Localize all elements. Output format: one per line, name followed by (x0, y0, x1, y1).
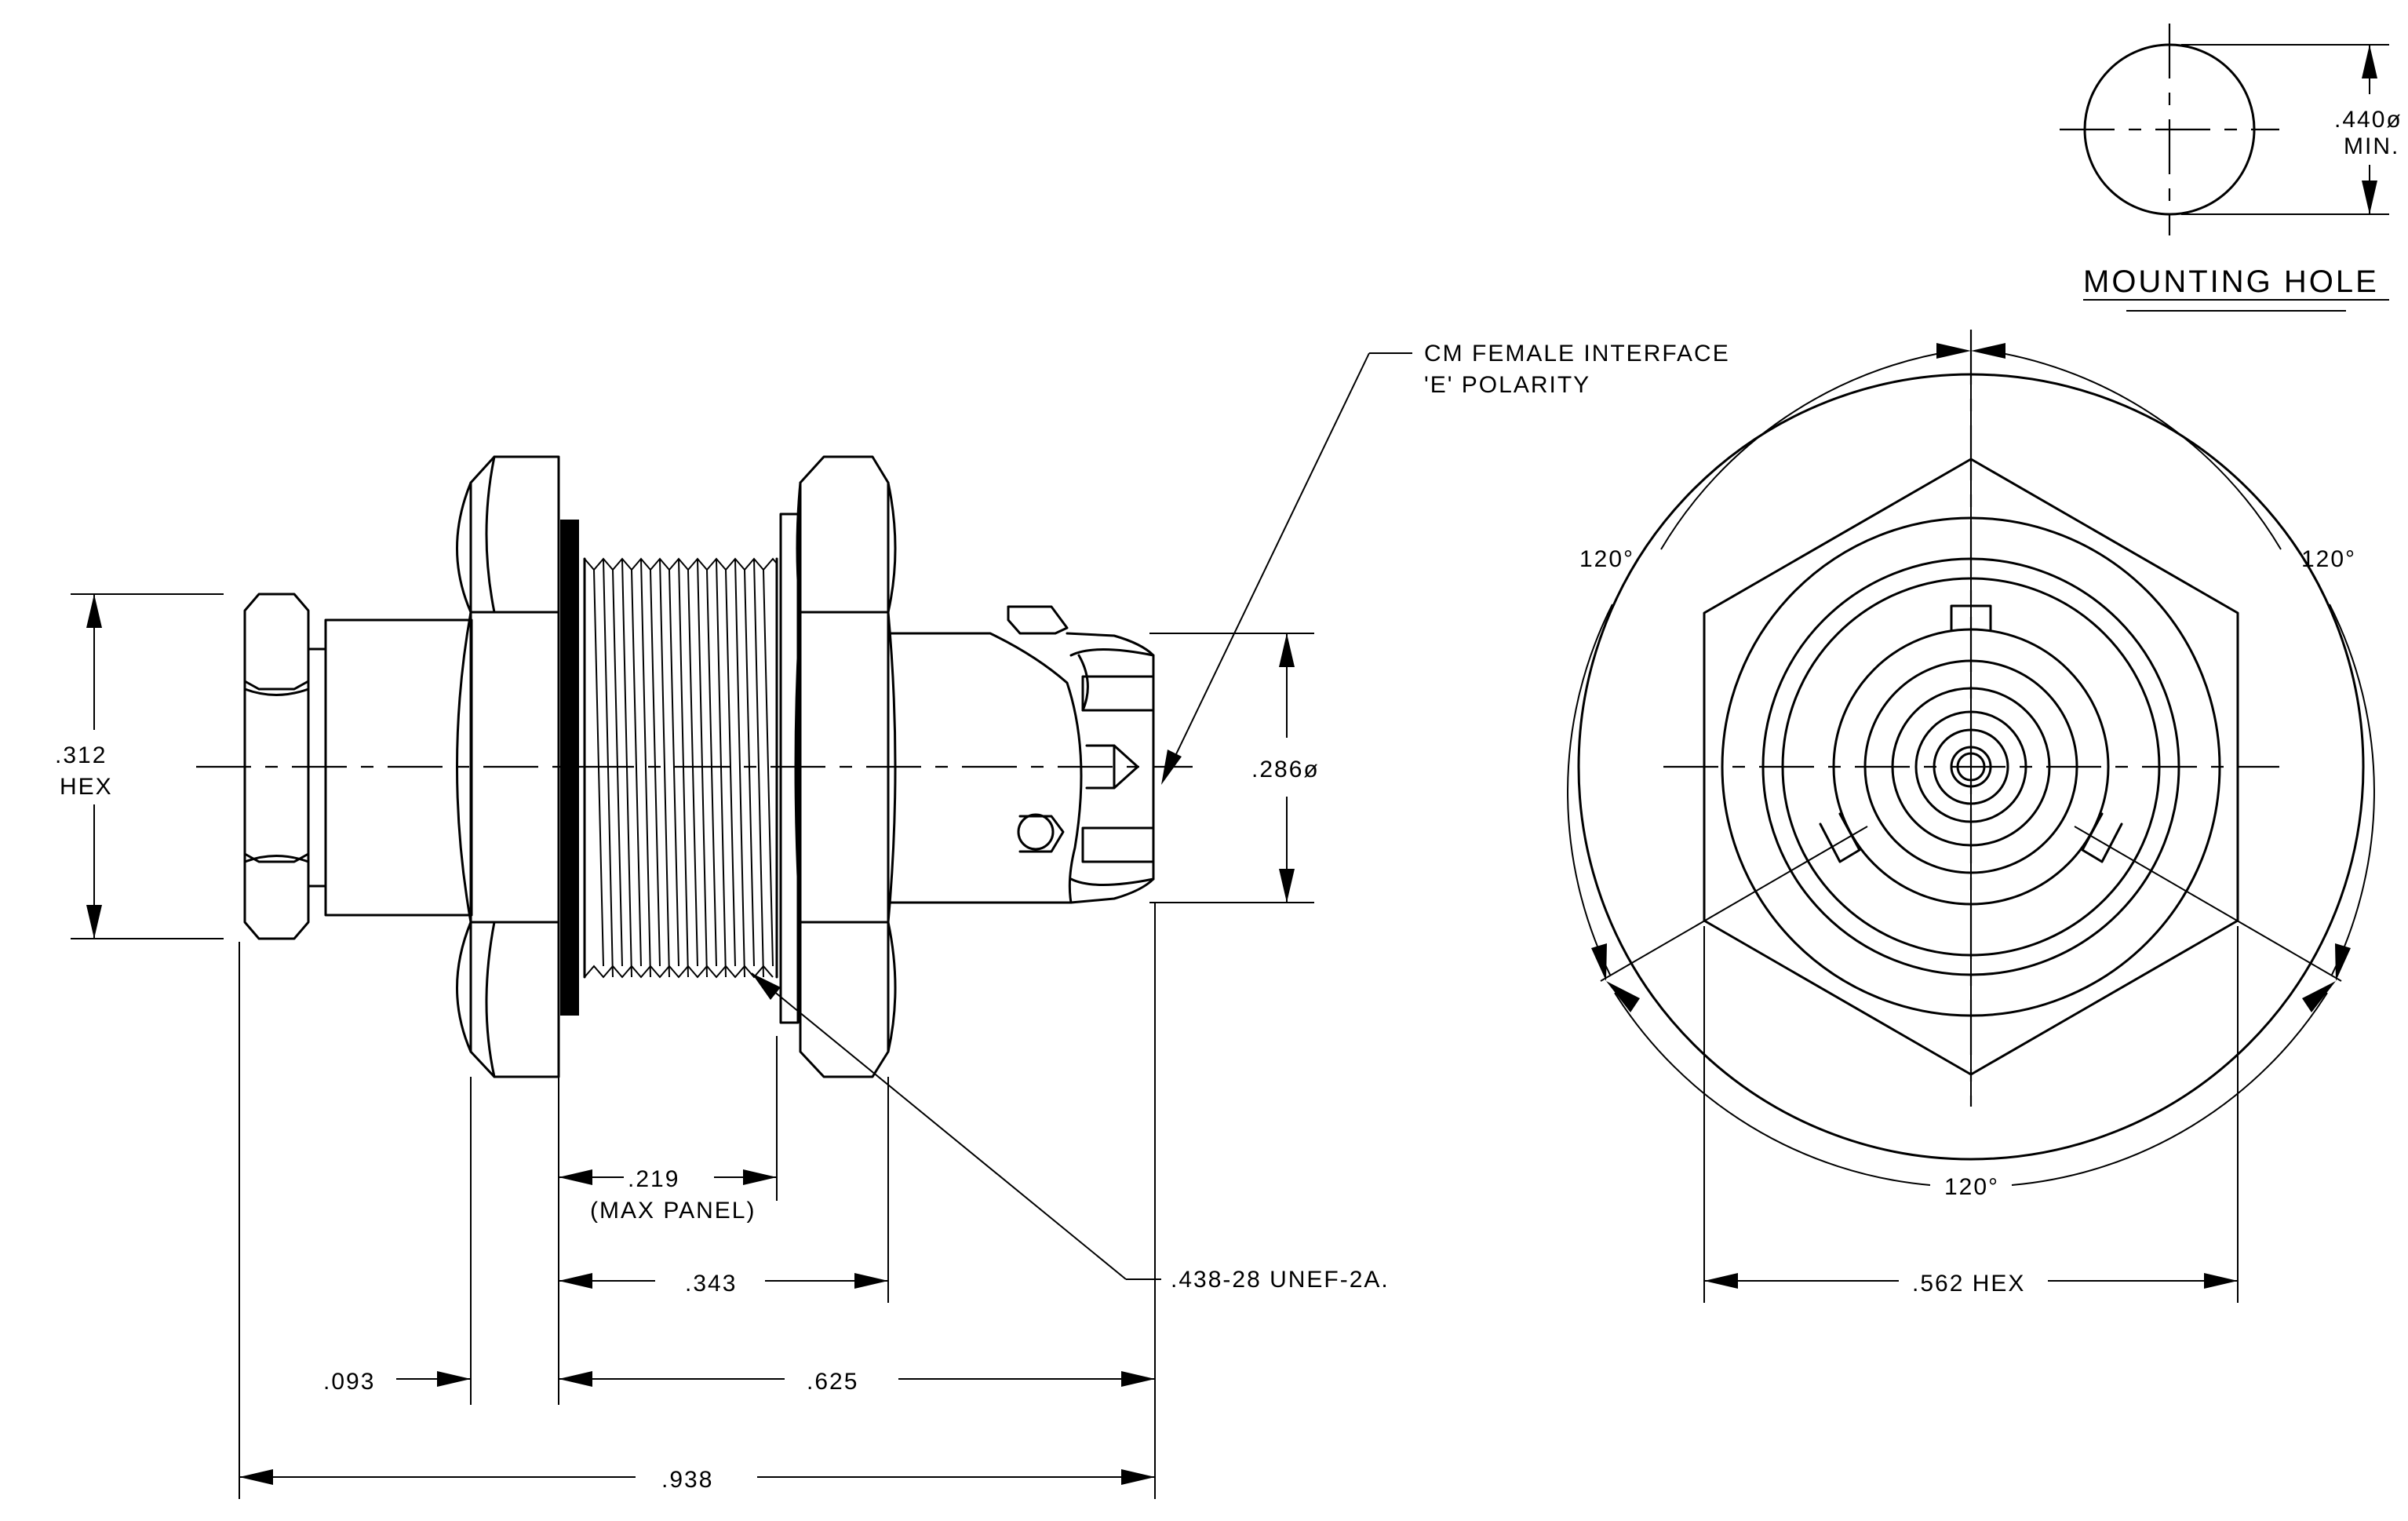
arc-bottom-b (2011, 992, 2328, 1186)
lock-washer (560, 520, 579, 1016)
dim-093 (396, 1371, 471, 1387)
angle-right-label: 120° (2301, 546, 2356, 572)
arc-right (1987, 350, 2282, 550)
dim-343-label: .343 (685, 1271, 737, 1297)
thread-note: .438-28 UNEF-2A. (1171, 1267, 1390, 1293)
dim-219 (559, 1169, 777, 1185)
body-flange (779, 512, 800, 1024)
arc-bottom (1614, 992, 1931, 1186)
hole-dia-label: .440ø (2334, 107, 2403, 133)
dim-312-hex-label: HEX (60, 774, 113, 800)
dim-562-hex (1703, 926, 2239, 1303)
interface-note-1: CM FEMALE INTERFACE (1424, 341, 1730, 367)
angle-bottom-label: 120° (1944, 1174, 1999, 1200)
interface-note-2: 'E' POLARITY (1424, 372, 1590, 398)
max-panel-label: (MAX PANEL) (590, 1198, 756, 1224)
dim-938 (239, 1469, 1155, 1485)
interface-leader (1161, 352, 1412, 785)
dim-286-dia (1149, 633, 1314, 903)
dim-625 (559, 1371, 1155, 1387)
front-hex (794, 455, 897, 1078)
radial-left (1600, 826, 1868, 982)
dim-562-label: .562 HEX (1912, 1271, 2025, 1297)
front-interface (887, 605, 1155, 904)
dim-219-label: .219 (628, 1166, 679, 1192)
side-view: .312 HEX .286ø CM FEMALE INTERFACE 'E' P… (55, 341, 1730, 1499)
dim-093-label: .093 (323, 1369, 375, 1395)
right-key (2081, 812, 2123, 863)
panel-nut-left (456, 455, 560, 1078)
dim-938-label: .938 (661, 1467, 713, 1493)
hole-min-label: MIN. (2344, 133, 2399, 159)
mounting-hole-title: MOUNTING HOLE (2083, 264, 2379, 299)
arc-left-b (1567, 604, 1613, 976)
arc-left (1660, 350, 1954, 550)
dim-312-label: .312 (55, 742, 107, 768)
radial-right (2074, 826, 2342, 982)
dim-625-label: .625 (807, 1369, 858, 1395)
end-view: 120° 120° 120° .562 HEX (1567, 330, 2375, 1303)
angle-left-label: 120° (1579, 546, 1634, 572)
dim-286-label: .286ø (1251, 757, 1320, 782)
thread-leader (751, 972, 1161, 1280)
left-key (1819, 812, 1861, 863)
dim-343 (559, 1273, 888, 1289)
arc-right-b (2329, 604, 2375, 976)
dim-312-hex (71, 593, 224, 939)
mounting-hole (2060, 24, 2389, 312)
threaded-section (583, 557, 778, 979)
